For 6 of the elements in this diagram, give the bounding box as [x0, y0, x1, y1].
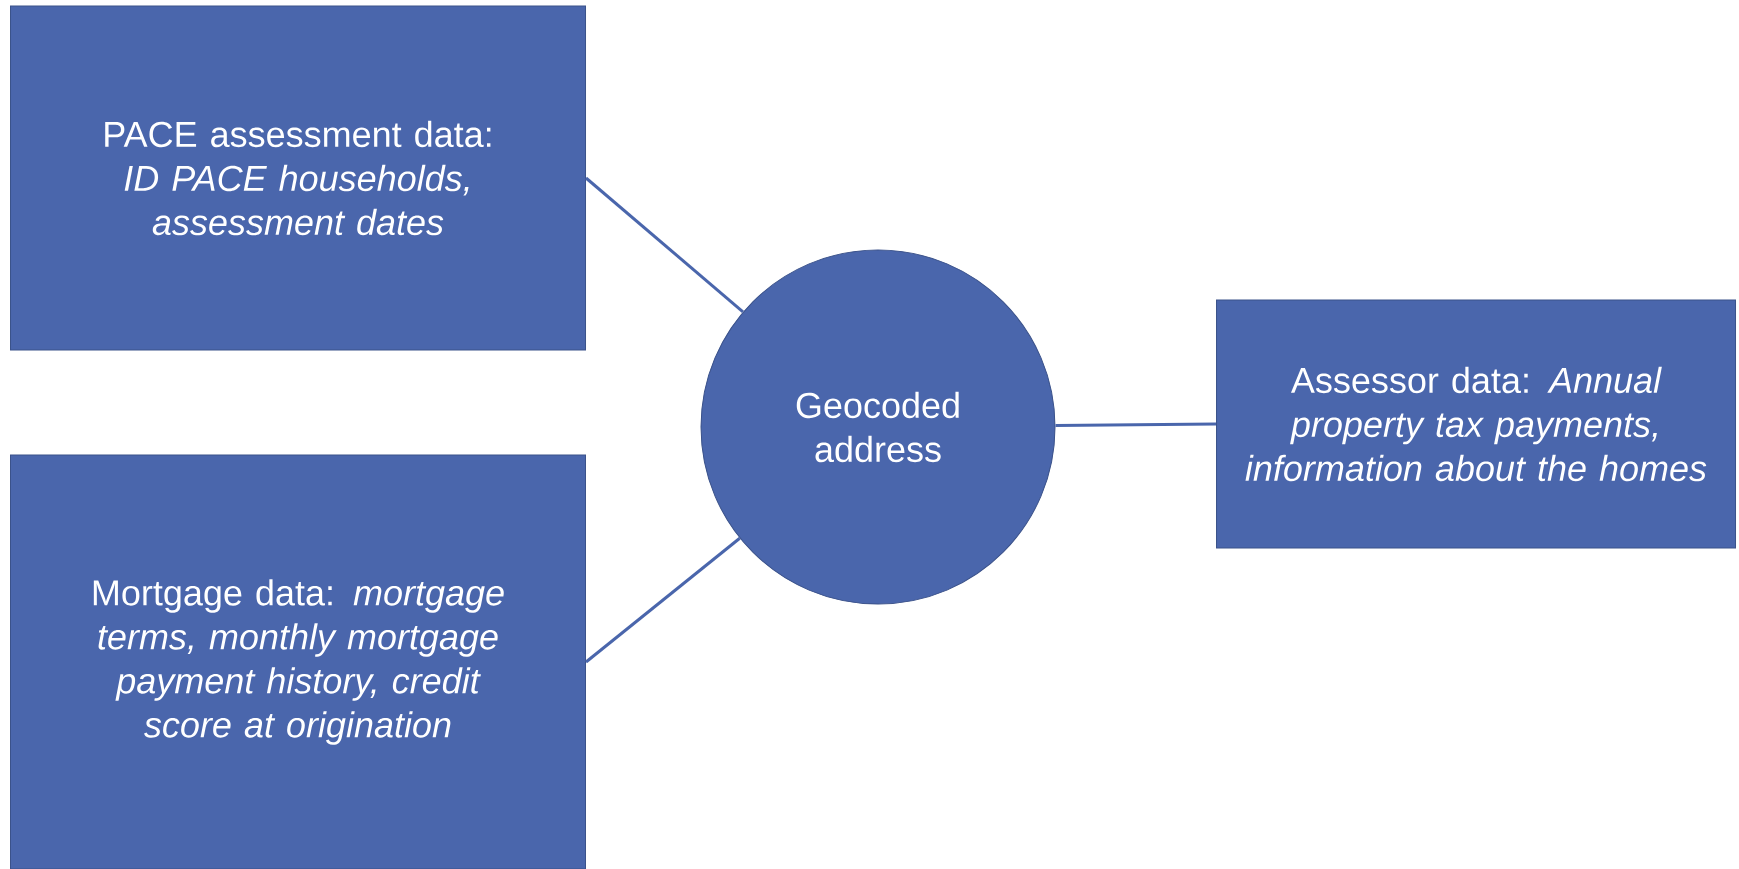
- data-box: Mortgage data: mortgage terms, monthly mortgage payment history, credit score at origination: [10, 454, 586, 869]
- connector-line: [585, 537, 741, 664]
- data-box: Assessor data: Annual property tax payments, information about the homes: [1216, 299, 1736, 549]
- connector-line: [585, 176, 744, 313]
- connector-line: [1055, 422, 1217, 427]
- data-box: PACE assessment data: ID PACE households, assessment dates: [10, 5, 586, 351]
